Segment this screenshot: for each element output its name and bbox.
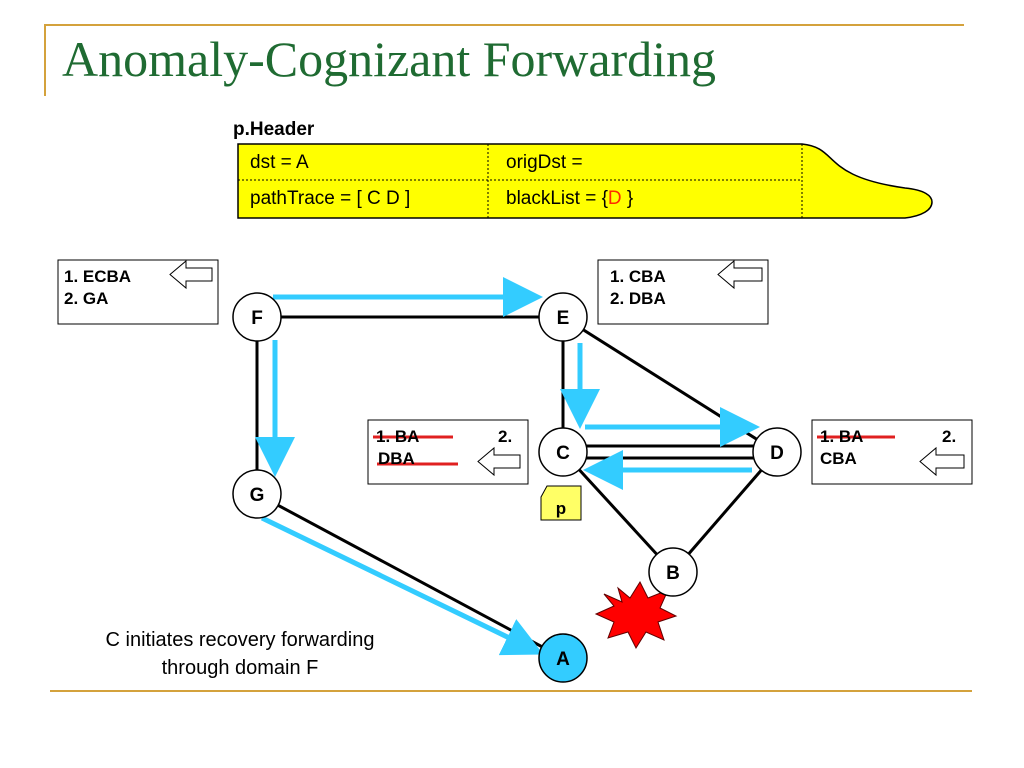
node-a-label: A — [556, 649, 570, 670]
route-list-f: 1. ECBA 2. GA — [64, 266, 131, 310]
blacklist-value: D — [607, 188, 622, 209]
route-list-c: 1. BA 2. DBA — [376, 426, 512, 470]
accent-rule-top — [44, 24, 964, 26]
header-pathtrace: pathTrace = [ C D ] — [250, 188, 411, 209]
slide-title: Anomaly-Cognizant Forwarding — [62, 31, 717, 87]
pointer-arrow-e — [717, 259, 763, 290]
failure-explosion-icon — [594, 580, 678, 650]
header-blacklist: blackList = {D } — [506, 188, 633, 210]
pointer-arrow-c — [477, 446, 521, 477]
route-list-e: 1. CBA 2. DBA — [610, 266, 666, 310]
node-a — [538, 633, 588, 683]
diagram-caption: C initiates recovery forwarding through … — [50, 626, 430, 682]
header-flag-shape — [237, 143, 933, 219]
blacklist-prefix: blackList = { — [506, 188, 608, 209]
packet-flag — [540, 485, 582, 521]
node-e-label: E — [557, 308, 570, 329]
header-origdst: origDst = — [506, 152, 583, 173]
network-links — [255, 315, 779, 660]
route-list-d: 1. BA 2. CBA — [820, 426, 956, 470]
header-dst: dst = A — [250, 152, 309, 173]
forwarding-arrows — [255, 277, 760, 656]
flow-arrow-g-a — [260, 515, 544, 656]
node-b — [648, 547, 698, 597]
node-f-label: F — [251, 308, 263, 329]
route-d-item-1: 1. BA — [820, 427, 864, 446]
node-d-label: D — [770, 443, 784, 464]
accent-rule-bottom — [50, 690, 972, 692]
caption-line-1: C initiates recovery forwarding — [105, 629, 375, 651]
route-c-item-1: 1. BA — [376, 427, 420, 446]
node-g-label: G — [250, 485, 265, 506]
route-box-c — [367, 419, 529, 485]
route-d-item-2: CBA — [820, 449, 857, 468]
route-c-num-2: 2. — [498, 427, 513, 446]
node-c-label: C — [556, 443, 570, 464]
route-f-item-2: 2. GA — [64, 289, 109, 308]
pointer-arrow-f — [169, 259, 213, 290]
route-d-num-2: 2. — [942, 427, 957, 446]
node-g — [232, 469, 282, 519]
node-e — [538, 292, 588, 342]
route-c-item-2: DBA — [378, 449, 415, 468]
pointer-arrow-d — [919, 446, 965, 477]
link-e-d — [562, 315, 778, 454]
node-f — [232, 292, 282, 342]
route-e-item-1: 1. CBA — [610, 267, 666, 286]
link-d-b — [671, 451, 779, 573]
route-f-item-1: 1. ECBA — [64, 267, 132, 286]
route-e-item-2: 2. DBA — [610, 289, 666, 308]
packet-header-label: p.Header — [233, 119, 315, 140]
caption-line-2: through domain F — [161, 657, 319, 679]
strike-lines — [373, 435, 895, 466]
node-d — [752, 427, 802, 477]
packet-label: p — [556, 499, 566, 518]
link-c-b — [561, 450, 675, 574]
node-c — [538, 427, 588, 477]
blacklist-suffix: } — [621, 188, 634, 209]
route-box-d — [811, 419, 973, 485]
accent-rule-vertical — [44, 24, 46, 96]
node-b-label: B — [666, 563, 680, 584]
